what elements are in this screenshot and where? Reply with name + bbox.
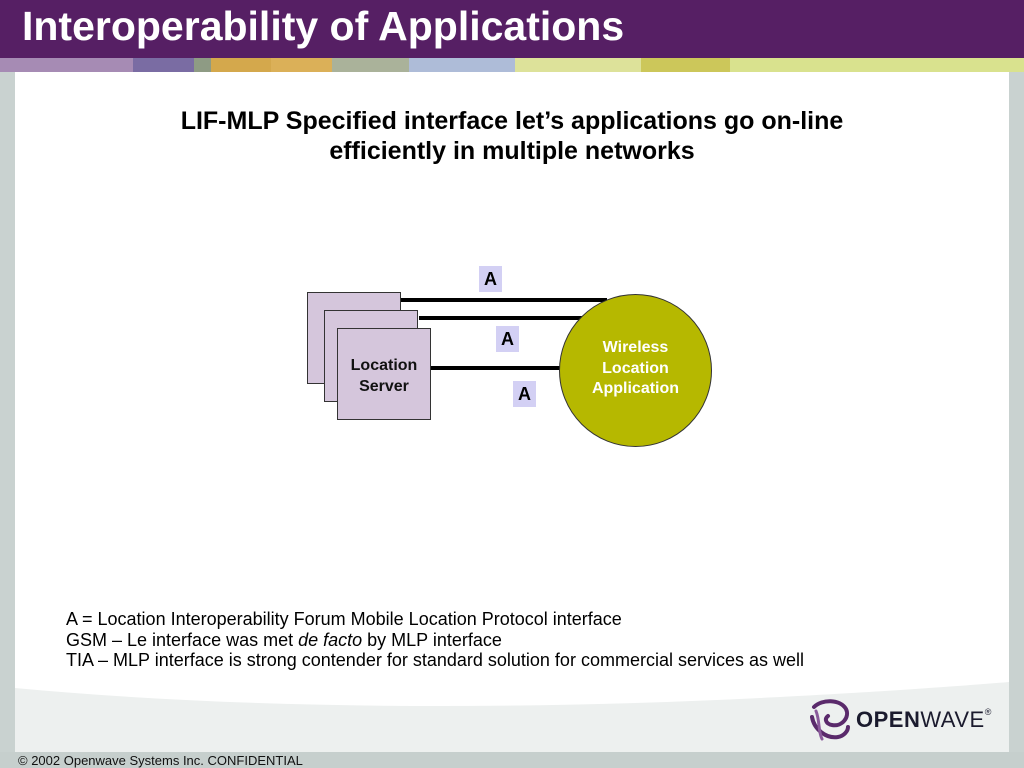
interface-link [401,298,607,302]
note-line: GSM – Le interface was met de facto by M… [66,630,804,651]
interface-label-a: A [479,266,502,292]
interface-label-a: A [496,326,519,352]
server-label-line: Location [350,357,418,374]
logo-text-wave: WAVE [920,707,985,732]
interface-link [431,366,561,370]
application-label-line: Location [602,359,669,377]
note-text: GSM – Le interface was met [66,629,299,650]
stripe-segment [194,58,211,72]
subtitle-line: LIF-MLP Specified interface let’s applic… [180,107,844,135]
frame-left [0,72,15,752]
openwave-logo: OPENWAVE® [808,697,992,743]
color-stripe [0,58,1024,72]
footer-copyright: © 2002 Openwave Systems Inc. CONFIDENTIA… [18,753,303,768]
frame-right [1009,72,1024,752]
stripe-segment [211,58,271,72]
title-bar: Interoperability of Applications [0,0,1024,58]
stripe-segment [409,58,515,72]
note-line: TIA – MLP interface is strong contender … [66,650,804,671]
subtitle-line: efficiently in multiple networks [329,137,695,165]
note-text: by MLP interface [362,629,502,650]
stripe-segment [641,58,730,72]
bottom-wave [0,670,1024,752]
note-italic: de facto [298,629,363,650]
location-server-box-front: Location Server [337,328,431,420]
slide-title: Interoperability of Applications [22,3,625,49]
footer-bar [0,752,1024,768]
stripe-segment [0,58,133,72]
stripe-segment [515,58,641,72]
openwave-wordmark: OPENWAVE® [856,707,992,733]
stripe-segment [730,58,1024,72]
logo-registered-mark: ® [984,707,992,717]
application-label: Wireless Location Application [560,338,711,400]
note-line: A = Location Interoperability Forum Mobi… [66,609,622,629]
application-label-line: Wireless [602,339,669,356]
stripe-segment [271,58,332,72]
stripe-segment [332,58,409,72]
notes: A = Location Interoperability Forum Mobi… [66,609,804,671]
location-server-label: Location Server [338,355,430,397]
slide-subtitle: LIF-MLP Specified interface let’s applic… [100,106,924,166]
server-label-line: Server [359,378,409,395]
stripe-segment [133,58,194,72]
application-label-line: Application [591,380,680,397]
openwave-swirl-icon [810,699,850,741]
interface-label-a: A [513,381,536,407]
logo-text-open: OPEN [856,707,921,732]
interface-link [419,316,585,320]
wireless-location-application: Wireless Location Application [559,294,712,447]
